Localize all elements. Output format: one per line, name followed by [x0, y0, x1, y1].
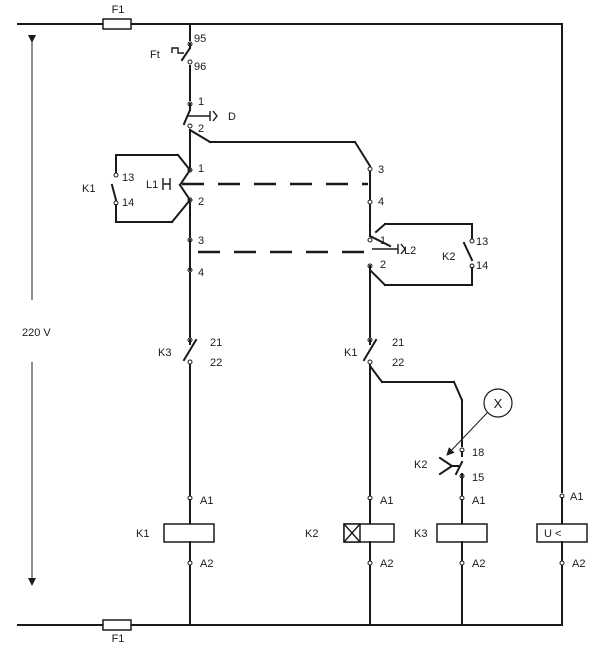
button-l1-no-t2: 4: [198, 267, 204, 279]
k2-timed-t2: 15: [472, 472, 484, 484]
coil-k3-a2: A2: [472, 558, 485, 570]
k3-interlock-t2: 22: [210, 357, 222, 369]
fuse-top-label: F1: [112, 4, 125, 16]
coil-k2-label: K2: [305, 528, 318, 540]
k2-timed-label: K2: [414, 459, 427, 471]
coil-k1-a1: A1: [200, 495, 213, 507]
coil-undervoltage-a2: A2: [572, 558, 585, 570]
k3-interlock-contact: [182, 337, 198, 365]
coil-undervoltage: [536, 493, 588, 626]
button-l1-nc-t2: 2: [198, 196, 204, 208]
k3-interlock-t1: 21: [210, 337, 222, 349]
coil-k2: [343, 495, 395, 566]
coil-k1-label: K1: [136, 528, 149, 540]
k2-timed-t1: 18: [472, 447, 484, 459]
branch-wire-to-l2: [188, 128, 372, 168]
k3-interlock-label: K3: [158, 347, 171, 359]
k2-timed-contact: [438, 447, 465, 479]
branch2-terminal-4: 4: [378, 196, 384, 208]
button-l2-label: L2: [404, 245, 416, 257]
k1-interlock-t1: 21: [392, 337, 404, 349]
k1-interlock-t2: 22: [392, 357, 404, 369]
k2-hold-contact: [368, 222, 475, 287]
thermal-relay-t1: 95: [194, 33, 206, 45]
coil-undervoltage-a1: A1: [570, 491, 583, 503]
k1-interlock-contact: [362, 337, 378, 365]
k1-hold-label: K1: [82, 183, 95, 195]
coil-k1: [163, 495, 215, 566]
fuse-bottom: [102, 619, 132, 631]
button-l2-nc-t2: 2: [380, 259, 386, 271]
k2-hold-t1: 13: [476, 236, 488, 248]
branch2-terminal-3: 3: [378, 164, 384, 176]
coil-k3-label: K3: [414, 528, 427, 540]
top-rail: [17, 23, 563, 493]
stop-button-t1: 1: [198, 96, 204, 108]
coil-undervoltage-label: U <: [544, 528, 561, 540]
k2-hold-t2: 14: [476, 260, 488, 272]
button-l1-no-t1: 3: [198, 235, 204, 247]
coil-k1-a2: A2: [200, 558, 213, 570]
k1-hold-t2: 14: [122, 197, 134, 209]
thermal-relay-label: Ft: [150, 49, 160, 61]
button-l1-label: L1: [146, 179, 158, 191]
button-l2-nc-t1: 1: [380, 235, 386, 247]
fuse-top: [102, 18, 132, 30]
k1-interlock-label: K1: [344, 347, 357, 359]
k2-hold-label: K2: [442, 251, 455, 263]
fuse-bottom-label: F1: [112, 633, 125, 645]
coil-k2-a2: A2: [380, 558, 393, 570]
coil-k2-a1: A1: [380, 495, 393, 507]
button-l1-no2-terminal-3: [367, 166, 373, 172]
x-marker-arrow: [446, 412, 488, 456]
stop-button-label: D: [228, 111, 236, 123]
button-l2-contact: [367, 234, 406, 271]
coil-k3-a1: A1: [472, 495, 485, 507]
stop-button-t2: 2: [198, 123, 204, 135]
k1-hold-contact: [110, 153, 192, 224]
coil-k3: [436, 495, 488, 566]
voltage-label: 220 V: [22, 327, 51, 339]
thermal-relay-contact: [171, 41, 193, 65]
thermal-relay-t2: 96: [194, 61, 206, 73]
x-marker-label: X: [494, 396, 503, 411]
k1-hold-t1: 13: [122, 172, 134, 184]
button-l1-no2-terminal-4: [367, 199, 373, 205]
button-l1-contact: [162, 167, 193, 203]
stop-button-contact: [182, 101, 218, 129]
button-l1-nc-t1: 1: [198, 163, 204, 175]
x-marker-circle: [483, 388, 513, 418]
